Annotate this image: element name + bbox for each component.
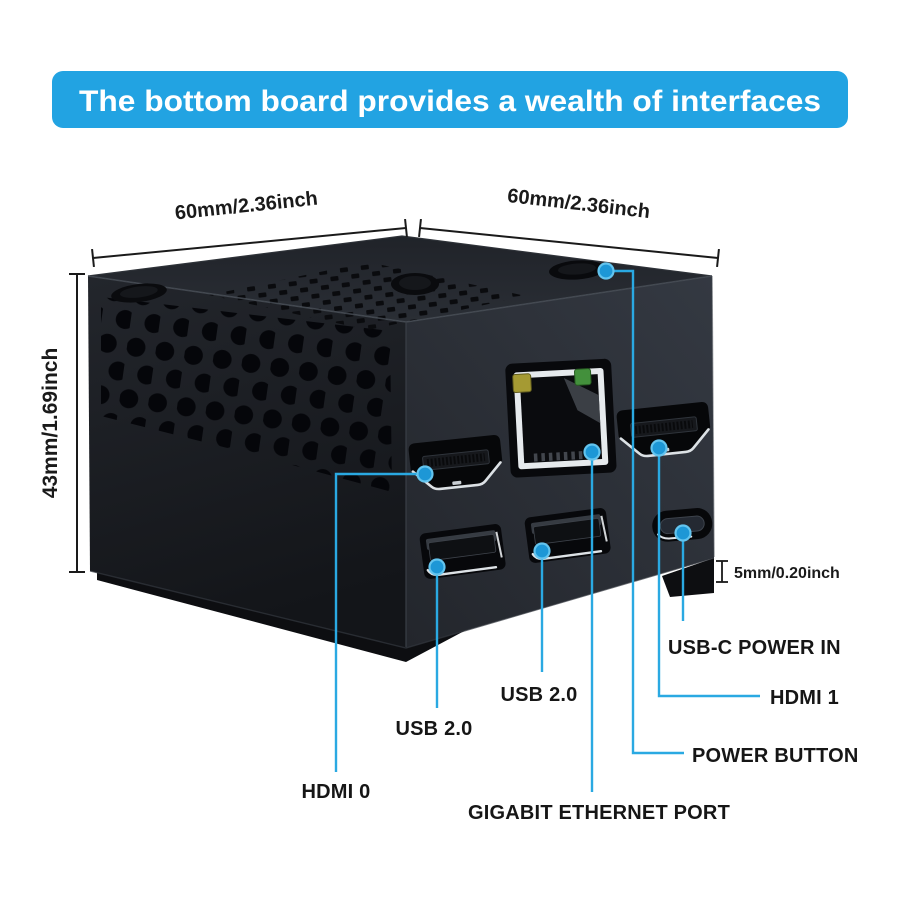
gigabit-ethernet-port [505, 358, 617, 478]
label-usb-left: USB 2.0 [396, 718, 473, 740]
dimension-lines [69, 218, 728, 583]
dimension-foot-height [716, 560, 728, 583]
dimension-label-foot-height: 5mm/0.20inch [734, 565, 840, 582]
device-foot-right [662, 558, 714, 597]
label-hdmi1: HDMI 1 [770, 687, 839, 709]
callout-dot-usb-middle [533, 542, 551, 560]
label-gigabit-ethernet: GIGABIT ETHERNET PORT [468, 802, 730, 824]
label-power-button: POWER BUTTON [692, 745, 858, 767]
dimension-side-height [69, 273, 85, 573]
callout-line-hdmi1 [657, 448, 760, 698]
power-button [549, 260, 605, 280]
dimension-label-top-left: 60mm/2.36inch [174, 188, 319, 225]
callout-dot-power-button [597, 262, 615, 280]
banner-title: The bottom board provides a wealth of in… [79, 85, 821, 118]
mini-pc-device [87, 235, 715, 662]
dimension-label-side-height: 43mm/1.69inch [39, 348, 62, 499]
top-corner-hole-left [111, 283, 167, 303]
banner: The bottom board provides a wealth of in… [52, 71, 848, 128]
label-usb-c: USB-C POWER IN [668, 637, 841, 659]
callout-dot-gigabit-ethernet [583, 443, 601, 461]
top-back-edge [87, 235, 713, 277]
callout-dot-hdmi0 [416, 465, 434, 483]
ethernet-led-yellow [512, 373, 532, 393]
callout-dot-usb-left [428, 558, 446, 576]
callout-lines [334, 269, 760, 792]
callout-line-power-button [606, 269, 684, 755]
right-edge [711, 275, 715, 558]
dimension-top-left [91, 218, 408, 268]
callout-dot-hdmi1 [650, 439, 668, 457]
label-hdmi0: HDMI 0 [302, 781, 371, 803]
top-corner-hole-front [391, 273, 439, 295]
callout-dots [416, 262, 692, 576]
callout-dot-usb-c [674, 524, 692, 542]
label-usb-middle: USB 2.0 [501, 684, 578, 706]
dimension-label-top-right: 60mm/2.36inch [506, 185, 651, 223]
dimension-top-right [418, 218, 720, 268]
banner-background [52, 71, 848, 128]
bottom-edge [89, 557, 715, 649]
port-labels: HDMI 0 USB 2.0 USB 2.0 GIGABIT ETHERNET … [302, 637, 859, 824]
callout-line-hdmi0 [334, 472, 425, 772]
ethernet-led-green [574, 368, 592, 386]
